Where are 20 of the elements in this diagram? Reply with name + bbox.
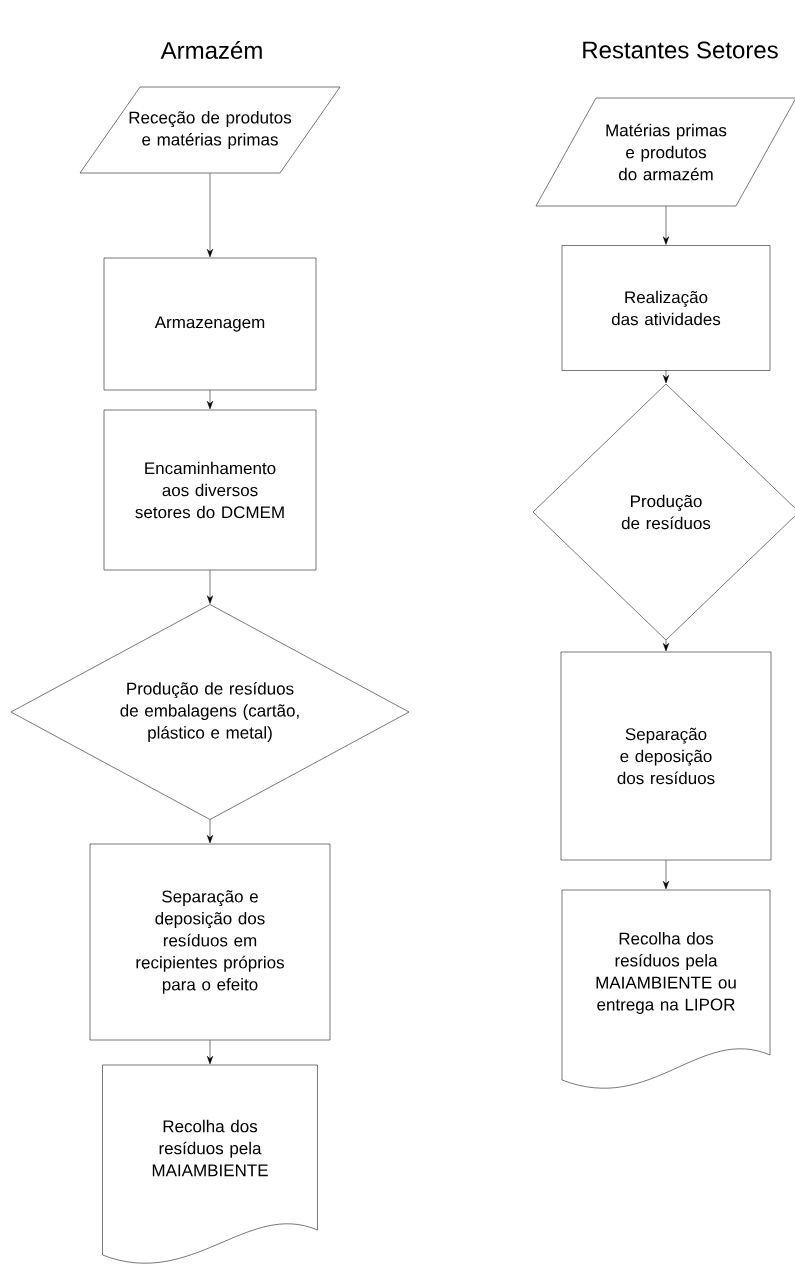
document-shape: Recolha dos resíduos pela MAIAMBIENTE ou entrega na LIPOR [561,889,771,1089]
data-parallelogram: Matérias primas e produtos do armazém [535,97,795,207]
column-heading: Armazém [160,41,262,59]
data-parallelogram: Receção de produtos e matérias primas [79,86,341,174]
arrow [663,206,669,245]
column-heading: Restantes Setores [583,41,778,59]
process-box: Encaminhamento aos diversos setores do DCMEM [103,409,317,571]
arrow [207,570,213,604]
arrow [663,860,669,890]
arrow [663,640,669,652]
arrow [207,173,213,258]
process-box: Realização das atividades [561,245,771,371]
process-box: Armazenagem [103,257,317,391]
arrow [207,819,213,844]
arrow [207,390,213,410]
process-box: Separação e deposição dos resíduos em recipientes próprios para o efeito [89,843,331,1041]
process-box: Separação e deposição dos resíduos [560,651,772,861]
document-shape: Recolha dos resíduos pela MAIAMBIENTE [102,1064,318,1264]
arrow [207,1040,213,1065]
arrow [663,370,669,384]
